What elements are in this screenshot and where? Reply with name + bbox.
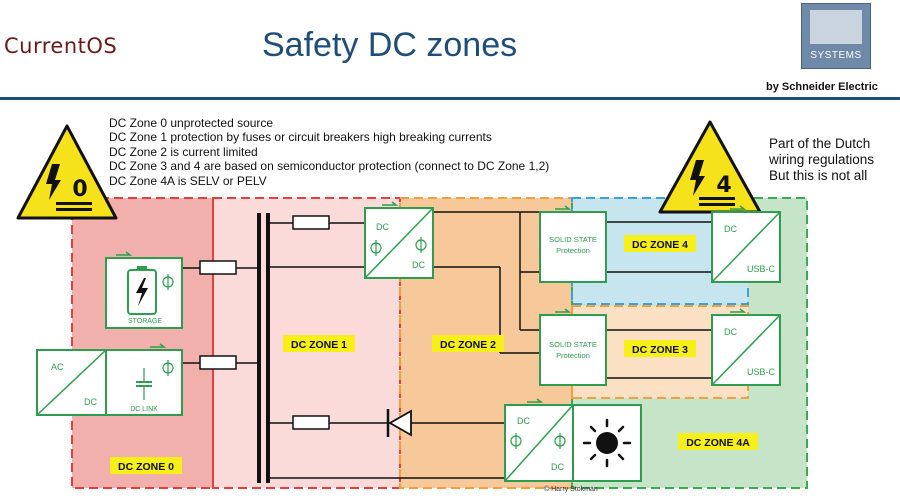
solar-source <box>572 404 642 482</box>
page-title: Safety DC zones <box>262 26 518 64</box>
note-line-2: wiring regulations <box>769 151 875 167</box>
note-line-1: Part of the Dutch <box>769 136 871 151</box>
zone2-label: DC ZONE 2 <box>440 339 496 351</box>
fuse-top-icon <box>292 215 330 230</box>
usbc-dc-label-zone3: DC <box>724 327 737 337</box>
dc-link: DC LINK <box>105 343 183 416</box>
warning-sign-zone4-icon: 4 <box>658 120 762 214</box>
legend-line-zone3-4: DC Zone 3 and 4 are based on semiconduct… <box>109 159 550 174</box>
fuse-dclink-icon <box>199 355 237 370</box>
dcdc-input-label: DC <box>376 222 389 232</box>
dc-logo-mark-icon <box>810 10 862 44</box>
zone4-label: DC ZONE 4 <box>632 239 688 251</box>
dc-dc-converter-pv: DC DC <box>504 398 574 482</box>
diode-icon <box>386 409 412 437</box>
usbc-label-zone4: USB-C <box>747 264 776 274</box>
pv-converter-dc-out-label: DC <box>551 462 564 472</box>
ac-dc-converter: AC DC <box>36 349 107 416</box>
zone0-border <box>71 197 214 489</box>
legend-line-zone4a: DC Zone 4A is SELV or PELV <box>109 173 267 188</box>
solid-state-protection-zone3: SOLID STATE Protection <box>539 308 607 386</box>
sun-icon <box>582 418 632 468</box>
zone0-label-bg <box>110 457 182 474</box>
note-line-3: But this is not all <box>769 167 868 183</box>
usbc-converter-zone4: DC USB-C <box>711 205 781 283</box>
regulation-note: Part of the Dutch wiring regulations But… <box>769 136 874 183</box>
zone3-label: DC ZONE 3 <box>632 344 688 356</box>
legend-line-zone1: DC Zone 1 protection by fuses or circuit… <box>109 130 492 145</box>
zone0-label: DC ZONE 0 <box>118 461 174 473</box>
usbc-label-zone3: USB-C <box>747 367 776 377</box>
zone2-label-bg <box>432 335 504 352</box>
warning-sign-zone0-icon: 0 <box>16 124 118 220</box>
lightning-icon <box>136 278 148 306</box>
legend-line-zone2: DC Zone 2 is current limited <box>109 144 258 159</box>
schneider-electric-brand: by Schneider Electric <box>766 81 878 93</box>
legend-line-zone0: DC Zone 0 unprotected source <box>109 116 274 130</box>
solid-state-line2-zone4: Protection <box>556 246 590 255</box>
zone1-label-bg <box>283 335 355 352</box>
fuse-pv-icon <box>292 415 330 430</box>
dcdc-output-label: DC <box>412 260 425 270</box>
zone4-label-bg <box>624 235 696 252</box>
credit: © Harry Stokman <box>544 485 598 493</box>
solid-state-line2-zone3: Protection <box>556 351 590 360</box>
header-divider <box>0 97 900 100</box>
storage-battery: STORAGE <box>105 251 183 329</box>
solid-state-line1-zone3: SOLID STATE <box>549 340 597 349</box>
warning-sign-zone0-label: 0 <box>72 177 87 202</box>
warning-sign-zone4-label: 4 <box>716 173 731 198</box>
usbc-dc-label-zone4: DC <box>724 224 737 234</box>
busbar-left <box>257 213 261 483</box>
zone4a-label: DC ZONE 4A <box>686 437 750 449</box>
usbc-converter-zone3: DC USB-C <box>711 308 781 386</box>
ac-label: AC <box>51 362 64 372</box>
fuse-storage-icon <box>199 260 237 275</box>
zone0-background <box>72 198 213 488</box>
zone1-label: DC ZONE 1 <box>291 339 347 351</box>
busbar-right <box>266 213 270 483</box>
dc-dc-converter: DC DC <box>364 201 434 279</box>
acdc-dc-label: DC <box>84 397 97 407</box>
zone4a-label-bg <box>678 433 758 450</box>
storage-label: STORAGE <box>128 318 162 325</box>
solid-state-line1-zone4: SOLID STATE <box>549 235 597 244</box>
zone-legend: DC Zone 0 unprotected source DC Zone 1 p… <box>109 116 549 188</box>
dclink-label: DC LINK <box>130 406 158 413</box>
solid-state-protection-zone4: SOLID STATE Protection <box>539 205 607 283</box>
dc-systems-logo: SYSTEMS <box>801 3 871 69</box>
pv-converter-dc-in-label: DC <box>517 416 530 426</box>
currentos-logo: CurrentOS <box>4 34 118 58</box>
dc-logo-systems-text: SYSTEMS <box>810 50 862 61</box>
zone3-label-bg <box>624 340 696 357</box>
